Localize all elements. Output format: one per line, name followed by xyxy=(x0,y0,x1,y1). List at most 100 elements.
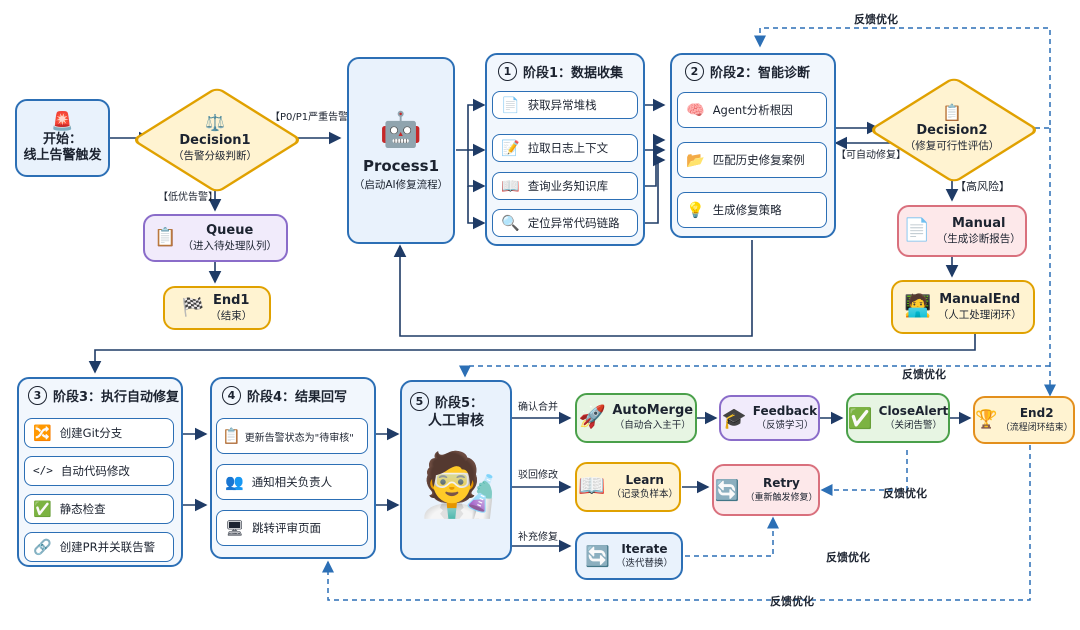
stage1-step-kb: 📖 查询业务知识库 xyxy=(492,172,638,200)
decision1-sub: （告警分级判断） xyxy=(173,150,257,162)
graduation-cap-icon: 🎓 xyxy=(721,406,747,430)
clipboard-check-icon: 📋 xyxy=(222,427,241,445)
stage5-title: 5 阶段5： xyxy=(410,392,483,411)
developer-icon: 🧑‍💻 xyxy=(904,294,932,319)
stage3-step-label: 静态检查 xyxy=(59,502,106,516)
stage4-step-label: 通知相关负责人 xyxy=(251,475,333,489)
feedback-sub: （反馈学习） xyxy=(756,420,814,431)
manual-node: 📄 Manual （生成诊断报告） xyxy=(897,205,1027,257)
iterate-sub: （迭代替换） xyxy=(615,558,673,569)
stage1-step-stack: 📄 获取异常堆栈 xyxy=(492,91,638,119)
reviewer-icon: 🧑‍🔬 xyxy=(420,448,498,521)
stage2-step-strategy: 💡 生成修复策略 xyxy=(677,192,827,228)
document-icon: 📄 xyxy=(903,218,931,243)
decision2-node: 📋 Decision2 （修复可行性评估） xyxy=(868,76,1040,184)
folder-icon: 📂 xyxy=(686,151,705,169)
git-branch-icon: 🔀 xyxy=(33,424,52,442)
iterate-title: Iterate xyxy=(621,542,668,556)
stage5-title-line1: 阶段5： xyxy=(435,396,484,411)
stage1-step-trace: 🔍 定位异常代码链路 xyxy=(492,209,638,237)
decision1-title: Decision1 xyxy=(179,133,251,148)
stage1-number: 1 xyxy=(498,62,517,81)
retry-sub: （重新触发修复） xyxy=(745,493,818,503)
trophy-icon: 🏆 xyxy=(975,409,998,430)
edge-label-supplement: 补充修复 xyxy=(518,532,558,543)
retry-title: Retry xyxy=(763,476,800,490)
note-icon: 📝 xyxy=(501,139,520,157)
learn-sub: （记录负样本） xyxy=(611,489,678,500)
stage3-step-branch: 🔀 创建Git分支 xyxy=(24,418,174,448)
refresh-icon: 🔄 xyxy=(714,478,740,502)
people-icon: 👥 xyxy=(225,473,244,491)
feedback-label-top: 反馈优化 xyxy=(854,13,898,26)
stage3-step-lint: ✅ 静态检查 xyxy=(24,494,174,524)
process1-sub: （启动AI修复流程） xyxy=(353,178,449,191)
manual-sub: （生成诊断报告） xyxy=(936,233,1021,245)
edge-label-reject: 驳回修改 xyxy=(518,470,558,481)
edge-label-high-risk: 【高风险】 xyxy=(955,180,1010,193)
manual-title: Manual xyxy=(951,216,1006,231)
stage4-title: 4 阶段4：结果回写 xyxy=(222,386,347,405)
stage3-step-code: </> 自动代码修改 xyxy=(24,456,174,486)
feedback-title: Feedback xyxy=(752,404,818,418)
stage3-title-text: 阶段3：执行自动修复 xyxy=(53,390,180,405)
process1-title: Process1 xyxy=(362,156,440,175)
end1-sub: （结束） xyxy=(210,310,253,322)
robot-icon: 🤖 xyxy=(379,109,423,150)
close-alert-node: ✅ CloseAlert （关闭告警） xyxy=(846,393,950,443)
edge-label-auto-fix: 【可自动修复】 xyxy=(836,150,906,161)
start-sublabel: 线上告警触发 xyxy=(23,148,102,163)
manual-end-node: 🧑‍💻 ManualEnd （人工处理闭环） xyxy=(891,280,1035,334)
end1-node: 🏁 End1 （结束） xyxy=(163,286,271,330)
automerge-sub: （自动合入主干） xyxy=(614,420,691,431)
stage5-number: 5 xyxy=(410,392,429,411)
queue-sub: （进入待处理队列） xyxy=(182,240,277,252)
stage1-step-label: 获取异常堆栈 xyxy=(527,98,597,112)
siren-icon: 🚨 xyxy=(51,111,74,132)
stage4-step-label: 更新告警状态为"待审核" xyxy=(244,432,354,444)
lightbulb-icon: 💡 xyxy=(686,201,705,219)
decision2-sub: （修复可行性评估） xyxy=(904,140,1000,152)
stage2-step-history: 📂 匹配历史修复案例 xyxy=(677,142,827,178)
queue-node: 📋 Queue （进入待处理队列） xyxy=(143,214,288,262)
document-icon: 📄 xyxy=(501,96,520,114)
clipboard-icon: 📋 xyxy=(154,227,177,248)
stage1-step-label: 定位异常代码链路 xyxy=(527,216,620,230)
stage1-step-logs: 📝 拉取日志上下文 xyxy=(492,134,638,162)
browser-window-icon: 🖥 xyxy=(225,519,245,537)
shield-check-icon: ✅ xyxy=(33,500,52,518)
pull-request-icon: 🔗 xyxy=(33,538,52,556)
feedback-label-bottom: 反馈优化 xyxy=(770,595,814,608)
stage3-step-pr: 🔗 创建PR并关联告警 xyxy=(24,532,174,562)
stage1-step-label: 拉取日志上下文 xyxy=(527,141,609,155)
edge-label-confirm: 确认合并 xyxy=(518,402,558,413)
brain-icon: 🧠 xyxy=(686,101,705,119)
feedback-label-mid: 反馈优化 xyxy=(902,368,946,381)
stage3-step-label: 创建PR并关联告警 xyxy=(59,540,156,554)
stage4-step-review: 🖥 跳转评审页面 xyxy=(216,510,368,546)
end1-title: End1 xyxy=(212,293,250,308)
start-label: 开始： xyxy=(42,132,82,147)
feedback-label-iterate: 反馈优化 xyxy=(826,551,870,564)
close-alert-sub: （关闭告警） xyxy=(884,420,942,431)
feedback-label-retry: 反馈优化 xyxy=(883,487,927,500)
automerge-title: AutoMerge xyxy=(612,403,694,418)
stage2-title-text: 阶段2：智能诊断 xyxy=(710,66,811,81)
stage1-step-label: 查询业务知识库 xyxy=(527,179,609,193)
end2-node: 🏆 End2 （流程闭环结束） xyxy=(973,396,1075,444)
manual-end-title: ManualEnd xyxy=(939,292,1021,307)
stage3-number: 3 xyxy=(28,386,47,405)
stage5-title-line2: 人工审核 xyxy=(428,413,484,429)
stage2-number: 2 xyxy=(685,62,704,81)
stage1-title-text: 阶段1：数据收集 xyxy=(523,66,624,81)
check-circle-icon: ✅ xyxy=(847,406,873,430)
queue-title: Queue xyxy=(206,223,254,238)
stage2-step-label: Agent分析根因 xyxy=(712,103,793,117)
stage3-step-label: 创建Git分支 xyxy=(59,426,123,440)
learn-title: Learn xyxy=(625,473,664,487)
automerge-node: 🚀 AutoMerge （自动合入主干） xyxy=(575,393,697,443)
iterate-node: 🔄 Iterate （迭代替换） xyxy=(575,532,683,580)
stage2-step-label: 生成修复策略 xyxy=(712,203,782,217)
stage3-step-label: 自动代码修改 xyxy=(60,464,130,478)
